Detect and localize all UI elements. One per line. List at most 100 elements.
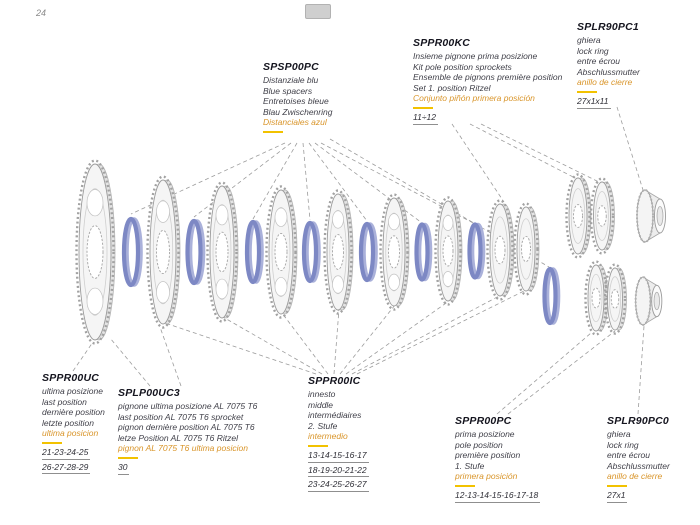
leader-line [109, 337, 151, 387]
blue-spacer-ring [121, 216, 141, 288]
sprocket-ring [492, 216, 508, 284]
lock-ring-hole [656, 206, 664, 226]
sprocket-slot [332, 210, 344, 229]
part-description-line: Insieme pignone prima posizione [413, 51, 538, 61]
compatibility-values: 30 [118, 462, 130, 475]
leader-line [496, 332, 592, 415]
sprocket-ring [385, 212, 403, 292]
sprocket-teeth [603, 263, 627, 335]
part-description-es: Conjunto piñón primera posición [413, 93, 535, 104]
sprocket-hub [442, 235, 454, 267]
sprocket-hub [573, 204, 583, 228]
part-label-splp00uc3: SPLP00UC3 pignone ultima posizione AL 70… [118, 387, 257, 477]
part-description-line: lock ring [607, 439, 639, 450]
part-description-line: letzte position [42, 417, 94, 428]
yellow-separator [413, 106, 433, 109]
part-description-line: last position AL 7075 T6 sprocket [118, 411, 244, 422]
sprocket-ring [440, 214, 456, 288]
sprocket-teeth [589, 177, 615, 255]
page-number: 24 [36, 8, 47, 18]
part-description-line: Entretoises bleue [263, 96, 329, 107]
part-description-line: entre écrou [607, 450, 650, 461]
compatibility-values: 13-14-15-16-17 [308, 450, 369, 463]
sprocket-slot [442, 215, 454, 231]
compatibility-values: 12-13-14-15-16-17-18 [455, 490, 541, 503]
part-description-line: middle [308, 399, 334, 410]
part-description-line: Abschlussmutter [607, 460, 670, 471]
sprocket-ring [595, 191, 609, 241]
blue-spacer-ring [467, 222, 483, 280]
leader-line [308, 142, 368, 222]
sprocket-slot [86, 189, 104, 217]
sprocket-teeth [206, 181, 238, 323]
part-code: SPPR00KC [413, 37, 471, 49]
sprocket-hub [388, 235, 400, 269]
part-description-line: pignone ultima posizione AL 7075 T6 [118, 401, 258, 411]
compatibility-values: 18-19-20-21-22 [308, 465, 369, 478]
part-description-line: intermédiaires [308, 410, 362, 421]
sprocket-hub [597, 205, 607, 227]
sprocket-slot [215, 278, 229, 300]
compatibility-values: 27x1x11 [577, 96, 611, 109]
sprocket-ring [152, 199, 174, 305]
part-description-es: Distanciales azul [263, 117, 327, 128]
sprocket-ring [82, 188, 108, 316]
sprocket-slot [274, 207, 288, 227]
leader-line [320, 142, 476, 225]
leader-line [637, 325, 645, 415]
leader-line [507, 330, 616, 415]
part-description-line: ghiera [577, 35, 601, 45]
part-code: SPLR90PC0 [607, 415, 669, 427]
compatibility-values: 21-23-24-25 [42, 447, 91, 460]
sprocket-teeth [565, 173, 591, 259]
sprocket-ring [589, 273, 603, 323]
part-description-line: Kit pole position sprockets [413, 61, 512, 72]
part-description-es: primera posición [455, 471, 518, 482]
part-description-line: Abschlussmutter [577, 66, 640, 77]
sprocket-hub [215, 231, 229, 273]
part-code: SPLP00UC3 [118, 387, 180, 399]
sprocket-ring [518, 218, 534, 280]
leader-line [333, 308, 340, 375]
sprocket-hub [521, 235, 531, 263]
sprocket-hub [274, 232, 288, 272]
part-description-es: anillo de cierre [607, 471, 663, 482]
sprocket-ring [608, 276, 622, 322]
leader-line [356, 289, 527, 375]
leader-line [164, 322, 317, 375]
leader-line [252, 142, 298, 220]
part-description-line: entre écrou [577, 56, 620, 67]
part-label-sppr00pc: SPPR00PC prima posizione pole position p… [455, 415, 541, 505]
blue-spacer-ring [301, 220, 319, 284]
part-label-splr90pc1: SPLR90PC1 ghiera lock ring entre écrou A… [577, 21, 640, 111]
part-description-line: prima posizione [455, 429, 515, 439]
leader-line [72, 341, 94, 372]
sprocket-ring [329, 209, 347, 295]
sprocket-teeth [323, 189, 353, 315]
part-description-es: ultima posicion [42, 428, 99, 439]
yellow-separator [577, 90, 597, 93]
part-description-line: last position [42, 396, 87, 407]
part-label-spsp00pc: SPSP00PC Distanziale blu Blue spacers En… [263, 61, 332, 136]
sprocket-slot [442, 271, 454, 287]
sprocket-teeth [75, 159, 115, 345]
part-label-sppr00ic: SPPR00IC innesto middle intermédiaires 2… [308, 375, 369, 494]
sprocket-hub [591, 287, 601, 309]
part-description-line: Blue spacers [263, 85, 313, 96]
sprocket-teeth [146, 175, 180, 329]
leader-line [616, 106, 644, 191]
part-code: SPPR00UC [42, 372, 100, 384]
compatibility-values: 11÷12 [413, 112, 438, 125]
sprocket-slot [332, 275, 344, 294]
part-description-line: ultima posizione [42, 386, 103, 396]
part-description-line: Blau Zwischenring [263, 106, 333, 117]
yellow-separator [455, 484, 475, 487]
sprocket-teeth [584, 260, 608, 336]
yellow-separator [118, 456, 138, 459]
blue-spacer-ring [542, 266, 558, 326]
sprocket-teeth [486, 199, 514, 301]
part-description-es: pignon AL 7075 T6 ultima posicion [118, 443, 248, 454]
part-label-sppr00kc: SPPR00KC Insieme pignone prima posizione… [413, 37, 562, 127]
yellow-separator [42, 441, 62, 444]
